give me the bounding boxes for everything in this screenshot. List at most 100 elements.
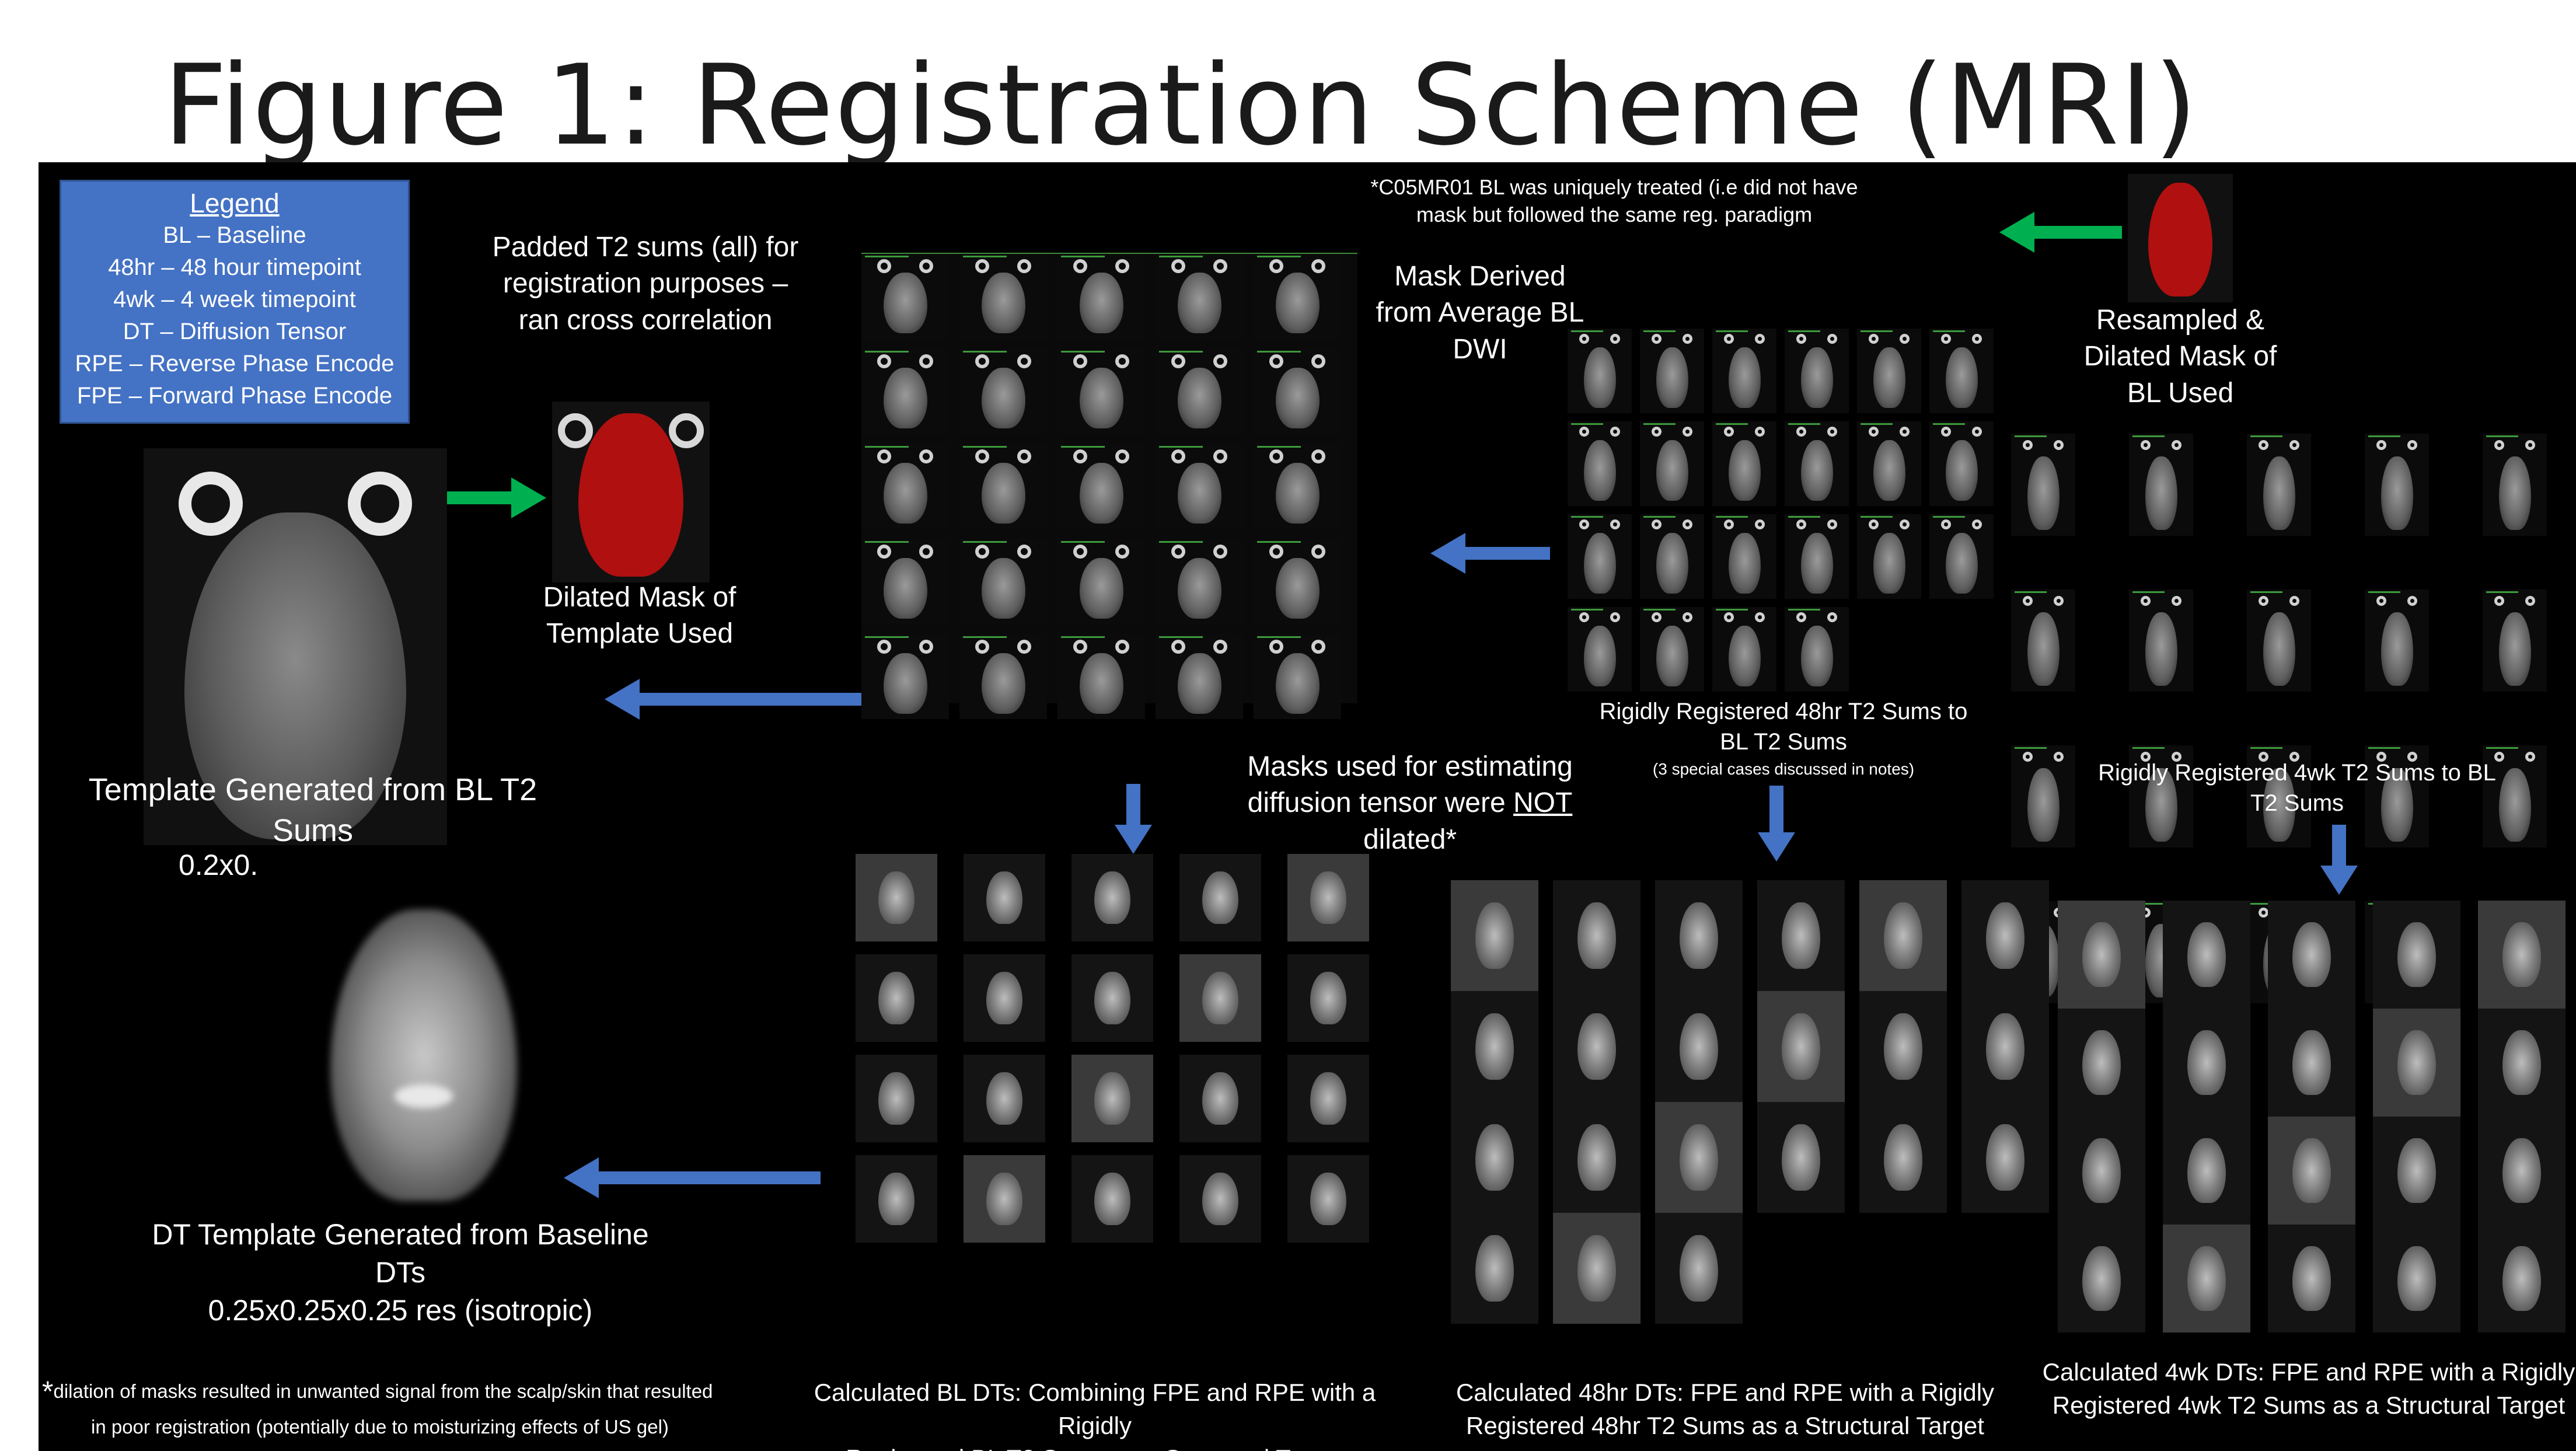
dti-thumbnail xyxy=(1287,1155,1369,1243)
blue-arrow-left xyxy=(605,679,861,720)
dti-thumbnail xyxy=(1179,854,1261,941)
dti-thumbnail xyxy=(2268,901,2355,1009)
dti-thumbnail xyxy=(2058,1009,2145,1117)
dti-thumbnail xyxy=(2058,901,2145,1009)
mri-thumbnail xyxy=(1156,349,1243,434)
resampled-mask-image xyxy=(2128,174,2233,302)
blue-arrow-down xyxy=(1758,786,1795,861)
masks-used-label: Masks used for estimating diffusion tens… xyxy=(1247,751,1573,855)
mri-thumbnail xyxy=(861,539,949,624)
mri-thumbnail xyxy=(1568,514,1632,599)
dti-thumbnail xyxy=(1451,1213,1538,1324)
mri-thumbnail xyxy=(1057,349,1145,434)
calc-4wk-label: Calculated 4wk DTs: FPE and RPE with a R… xyxy=(2042,1358,2575,1419)
dti-thumbnail xyxy=(1961,991,2049,1102)
legend-item: FPE – Forward Phase Encode xyxy=(76,383,393,409)
template-res-label: 0.2x0. xyxy=(179,849,259,881)
mri-thumbnail xyxy=(1857,514,1921,599)
mri-thumbnail xyxy=(1568,421,1632,506)
mri-thumbnail xyxy=(1857,329,1921,413)
dti-thumbnail xyxy=(1071,954,1153,1042)
mri-thumbnail xyxy=(1254,444,1341,529)
blue-arrow-down xyxy=(1115,784,1152,854)
dti-thumbnail xyxy=(2478,901,2565,1009)
mri-thumbnail xyxy=(2247,745,2311,847)
dti-thumbnail xyxy=(856,1155,937,1243)
dti-thumbnail xyxy=(1071,854,1153,941)
mri-thumbnail xyxy=(1640,607,1704,692)
mri-thumbnail xyxy=(2247,590,2311,692)
dilated-template-mask-image xyxy=(552,402,710,583)
mri-thumbnail xyxy=(1929,421,1994,506)
mri-thumbnail xyxy=(1785,421,1849,506)
dti-thumbnail xyxy=(1451,1102,1538,1213)
dti-thumbnail xyxy=(1553,1213,1640,1324)
mri-thumbnail xyxy=(1156,634,1243,719)
rigid-48hr-grid xyxy=(1568,329,2005,714)
mri-thumbnail xyxy=(1712,329,1776,413)
mri-thumbnail xyxy=(861,634,949,719)
dti-thumbnail xyxy=(1553,1102,1640,1213)
dti-thumbnail xyxy=(1961,880,2049,991)
legend-item: BL – Baseline xyxy=(163,222,306,248)
legend-item: DT – Diffusion Tensor xyxy=(123,319,347,344)
mri-thumbnail xyxy=(861,349,949,434)
dti-thumbnail xyxy=(2163,1117,2250,1225)
figure-panel: Legend BL – Baseline 48hr – 48 hour time… xyxy=(39,162,2576,1451)
dti-thumbnail xyxy=(2478,1117,2565,1225)
mri-thumbnail xyxy=(1156,539,1243,624)
legend-item: 48hr – 48 hour timepoint xyxy=(108,254,361,280)
legend-item: 4wk – 4 week timepoint xyxy=(113,287,356,312)
mri-thumbnail xyxy=(959,634,1047,719)
mri-thumbnail xyxy=(2011,590,2075,692)
dti-thumbnail xyxy=(2373,1009,2460,1117)
mri-thumbnail xyxy=(2011,745,2075,847)
mri-thumbnail xyxy=(2483,745,2547,847)
t2-template-image xyxy=(144,448,447,845)
calc-48hr-label: Calculated 48hr DTs: FPE and RPE with a … xyxy=(1455,1379,1995,1439)
mri-thumbnail xyxy=(1057,539,1145,624)
dti-thumbnail xyxy=(1451,880,1538,991)
dti-thumbnail xyxy=(1655,991,1743,1102)
dti-thumbnail xyxy=(964,854,1045,941)
dti-thumbnail xyxy=(1655,1213,1743,1324)
dti-thumbnail xyxy=(1287,1055,1369,1142)
dti-thumbnail xyxy=(1071,1055,1153,1142)
dti-thumbnail xyxy=(2478,1009,2565,1117)
legend-title: Legend xyxy=(190,188,280,218)
blue-arrow-left xyxy=(564,1157,821,1198)
dti-thumbnail xyxy=(1757,991,1845,1102)
mri-thumbnail xyxy=(1929,514,1994,599)
figure-title: Figure 1: Registration Scheme (MRI) xyxy=(163,41,2198,170)
dti-thumbnail xyxy=(1655,880,1743,991)
mri-thumbnail xyxy=(1640,421,1704,506)
dti-thumbnail xyxy=(2163,1225,2250,1333)
dti-thumbnail xyxy=(2163,901,2250,1009)
dti-thumbnail xyxy=(964,1155,1045,1243)
padded-t2-grid xyxy=(861,253,1357,719)
mri-thumbnail xyxy=(1568,329,1632,413)
dti-thumbnail xyxy=(856,954,937,1042)
dti-thumbnail xyxy=(2163,1009,2250,1117)
mri-thumbnail xyxy=(1712,421,1776,506)
dti-thumbnail xyxy=(2268,1117,2355,1225)
mri-thumbnail xyxy=(2129,434,2193,536)
mri-thumbnail xyxy=(2011,434,2075,536)
mri-thumbnail xyxy=(1929,329,1994,413)
mri-thumbnail xyxy=(2129,745,2193,847)
dti-thumbnail xyxy=(2373,1117,2460,1225)
mri-thumbnail xyxy=(2129,590,2193,692)
footnote: *dilation of masks resulted in unwanted … xyxy=(42,1375,713,1438)
mri-thumbnail xyxy=(1254,254,1341,339)
dti-thumbnail xyxy=(1757,1102,1845,1213)
mri-thumbnail xyxy=(861,254,949,339)
dti-thumbnail xyxy=(1757,880,1845,991)
mri-thumbnail xyxy=(1568,607,1632,692)
dti-thumbnail xyxy=(1859,991,1947,1102)
mri-thumbnail xyxy=(1254,539,1341,624)
mri-thumbnail xyxy=(2247,434,2311,536)
